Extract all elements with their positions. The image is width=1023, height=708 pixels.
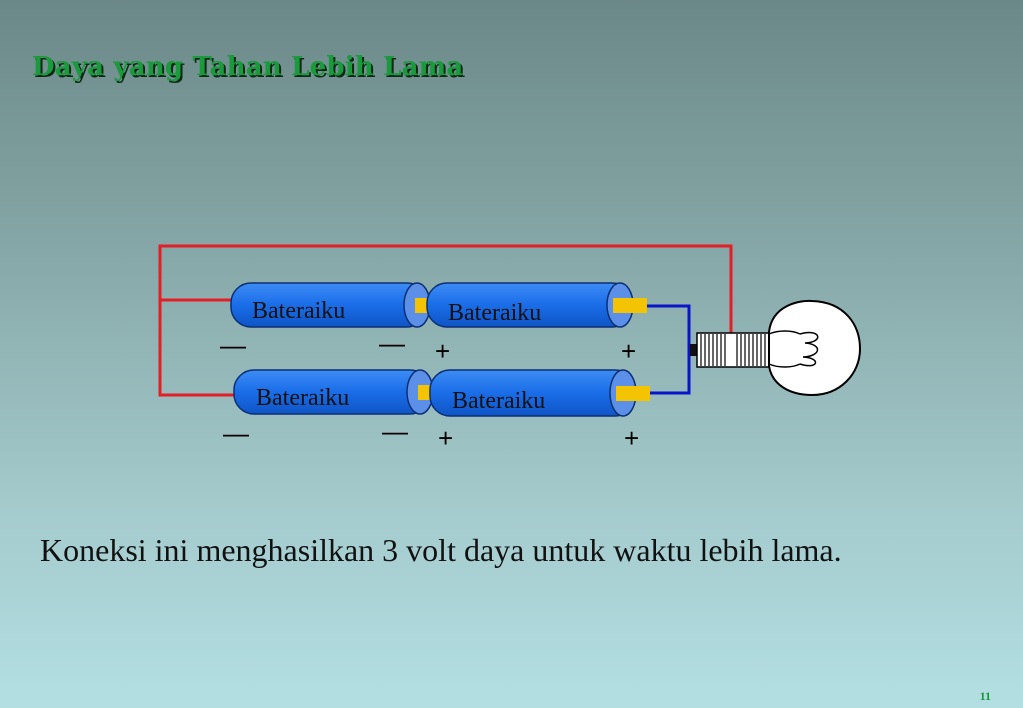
positive-sign: + (438, 423, 453, 453)
battery-top-left: Bateraiku (230, 282, 431, 328)
positive-wire (646, 304, 697, 395)
page-number: 11 (979, 689, 991, 703)
battery-label: Bateraiku (448, 300, 541, 326)
battery-label: Bateraiku (256, 385, 349, 411)
negative-sign: — (379, 328, 405, 358)
battery-label: Bateraiku (252, 298, 345, 324)
battery-bottom-left: Bateraiku (233, 369, 434, 415)
battery-bottom-right: Bateraiku (429, 369, 650, 417)
negative-sign: — (382, 416, 408, 446)
slide-title: Daya yang Tahan Lebih Lama (32, 52, 464, 82)
positive-sign: + (621, 336, 636, 366)
battery-label: Bateraiku (452, 388, 545, 414)
negative-sign: — (220, 330, 246, 360)
positive-sign: + (435, 336, 450, 366)
battery-top-right: Bateraiku (426, 282, 647, 328)
caption: Koneksi ini menghasilkan 3 volt daya unt… (40, 532, 842, 568)
negative-wire (158, 244, 733, 397)
negative-sign: — (223, 418, 249, 448)
light-bulb-icon (690, 299, 862, 397)
positive-sign: + (624, 423, 639, 453)
